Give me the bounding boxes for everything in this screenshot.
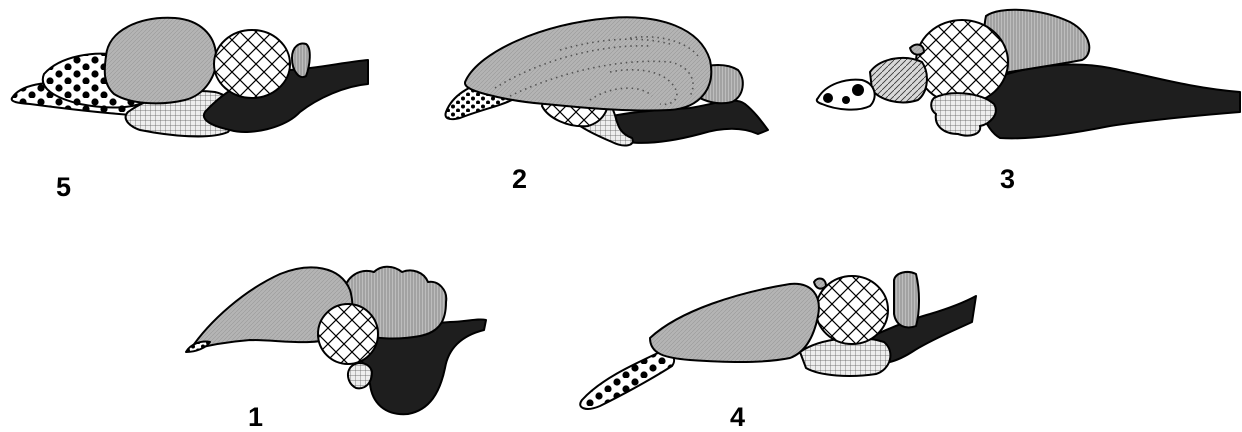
brain-3-olfactory-dot-3 bbox=[852, 84, 864, 96]
brain-5-cerebellum bbox=[292, 44, 310, 78]
brain-2-label: 2 bbox=[512, 164, 527, 194]
brain-4-label: 4 bbox=[730, 402, 745, 432]
brain-1-olfactory bbox=[186, 341, 210, 352]
brain-5-label: 5 bbox=[56, 172, 71, 202]
brain-3-olfactory-dot-1 bbox=[823, 93, 833, 103]
brain-1-pituitary bbox=[348, 363, 372, 388]
brain-3-pituitary bbox=[931, 93, 996, 135]
brain-3-label: 3 bbox=[1000, 164, 1015, 194]
brain-2: 2 bbox=[446, 17, 768, 194]
brain-3-optic-lobe bbox=[916, 20, 1008, 104]
brain-3-pineal bbox=[910, 45, 924, 55]
brain-3: 3 bbox=[817, 10, 1240, 194]
brain-4-cerebellum bbox=[894, 272, 919, 328]
brain-5: 5 bbox=[12, 18, 368, 202]
brain-1-optic-lobe bbox=[318, 304, 378, 364]
brain-4-cerebrum bbox=[650, 284, 819, 362]
brain-3-olfactory-dot-2 bbox=[842, 96, 850, 104]
brain-1-label: 1 bbox=[248, 402, 263, 432]
brain-4: 4 bbox=[580, 272, 976, 432]
brain-4-pineal bbox=[814, 279, 826, 289]
brain-4-olfactory bbox=[580, 352, 674, 409]
brain-3-telencephalon bbox=[870, 58, 927, 102]
brain-3-brainstem bbox=[979, 65, 1240, 139]
brain-5-cerebrum bbox=[105, 18, 216, 104]
brain-2-cerebrum bbox=[465, 17, 711, 110]
brain-5-optic-lobe bbox=[214, 30, 290, 98]
brain-1: 1 bbox=[186, 267, 486, 432]
